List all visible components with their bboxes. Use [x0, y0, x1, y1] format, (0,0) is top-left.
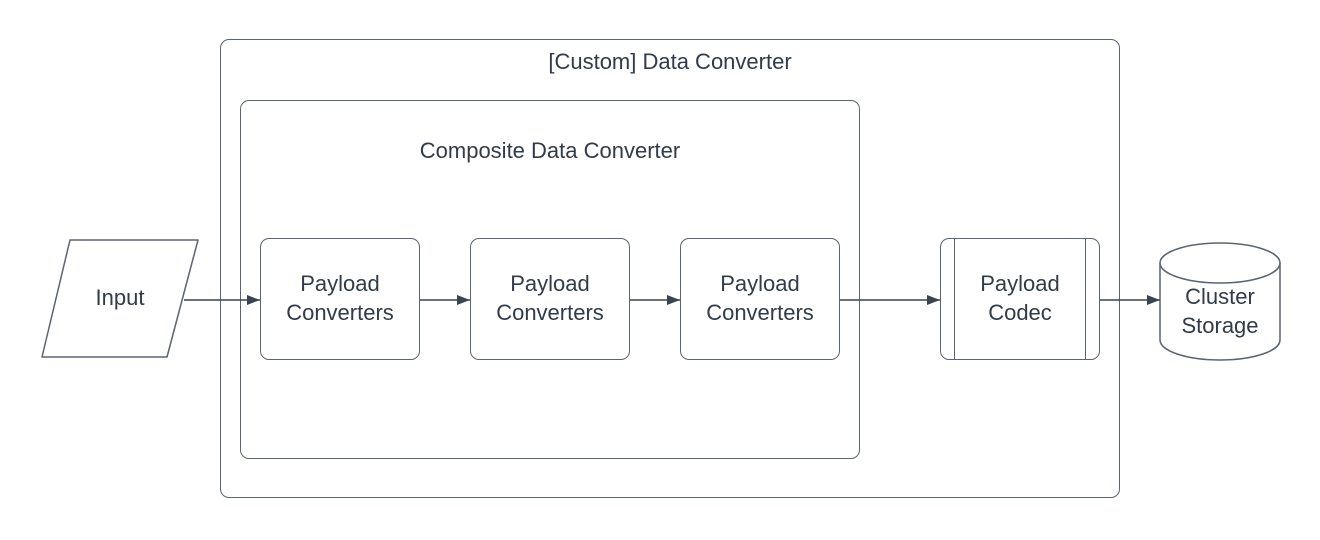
payload-converters-label-3: Payload Converters	[706, 271, 814, 325]
payload-codec-node: Payload Codec	[940, 238, 1100, 360]
payload-converters-node-1: Payload Converters	[260, 238, 420, 360]
composite-data-converter-title: Composite Data Converter	[419, 138, 681, 163]
payload-converters-label-1: Payload Converters	[286, 271, 394, 325]
input-node-label-container: Input	[42, 240, 198, 357]
codec-right-side-line	[1085, 239, 1086, 359]
cluster-storage-label: Cluster Storage	[1181, 283, 1259, 338]
composite-data-converter-group: Composite Data Converter	[240, 100, 860, 459]
custom-data-converter-group: [Custom] Data Converter	[220, 39, 1120, 498]
payload-converters-label-2: Payload Converters	[496, 271, 604, 325]
cluster-storage-label-container: Cluster Storage	[1160, 263, 1280, 360]
input-label: Input	[95, 285, 145, 311]
input-parallelogram-shape	[41, 239, 199, 358]
codec-left-side-line	[954, 239, 955, 359]
payload-converters-node-2: Payload Converters	[470, 238, 630, 360]
payload-codec-label: Payload Codec	[980, 271, 1060, 325]
cluster-storage-cylinder-top	[1159, 242, 1281, 284]
payload-converters-node-3: Payload Converters	[680, 238, 840, 360]
cluster-storage-cylinder-body	[1159, 263, 1281, 361]
custom-data-converter-title: [Custom] Data Converter	[548, 49, 792, 74]
